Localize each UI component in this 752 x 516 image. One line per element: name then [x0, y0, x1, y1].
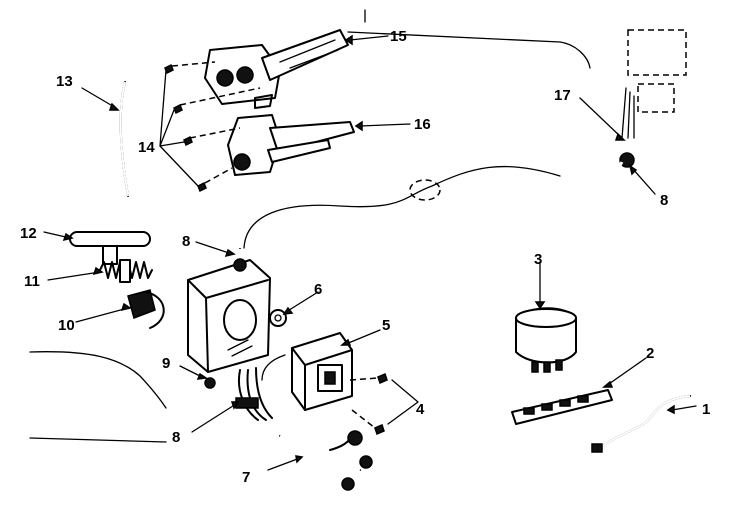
callout-5: 5: [382, 317, 390, 334]
part-5-relay: [261, 332, 353, 411]
part-8-clamp-lower: [235, 367, 273, 421]
part-9-screw: [204, 377, 216, 389]
part-16-terminal-block: [227, 114, 355, 176]
callout-16: 16: [414, 116, 431, 133]
callout-11: 11: [24, 273, 40, 290]
callout-10: 10: [58, 317, 75, 334]
callout-8-upper-right: 8: [660, 192, 668, 209]
callout-1: 1: [702, 401, 710, 418]
callout-9: 9: [162, 355, 170, 372]
callout-leaders: [43, 34, 697, 471]
part-17-labels: [619, 29, 687, 168]
callout-17: 17: [554, 87, 571, 104]
part-7-wire-leads: [279, 430, 373, 491]
callout-7: 7: [242, 469, 250, 486]
scan-edge-lines: [29, 9, 591, 443]
callout-13: 13: [56, 73, 73, 90]
part-3-capacitor: [515, 307, 577, 373]
part-13-wire: [119, 81, 129, 197]
callout-8-upper: 8: [182, 233, 190, 250]
callout-labels: 13 15 16 14 17 8 12 11 10 8 6 9 5 4 8 7 …: [20, 28, 710, 486]
callout-6: 6: [314, 281, 322, 298]
part-12-tee-fitting: [69, 231, 151, 265]
part-15-terminal-block: [204, 29, 349, 109]
part-10-knob: [127, 289, 165, 329]
part-11-spring: [99, 259, 153, 283]
callout-15: 15: [390, 28, 407, 45]
part-4-screws: [349, 372, 388, 436]
part-6-grommet: [269, 309, 287, 327]
callout-4: 4: [416, 401, 425, 418]
part-14-screws: [164, 61, 261, 193]
wire-harness: [238, 157, 624, 249]
callout-3: 3: [534, 251, 542, 268]
callout-8-lower: 8: [172, 429, 180, 446]
callout-14: 14: [138, 139, 155, 156]
part-1-wire: [591, 395, 691, 453]
callout-2: 2: [646, 345, 654, 362]
part-2-terminal-strip: [511, 389, 613, 425]
callout-12: 12: [20, 225, 37, 242]
junction-box: [187, 258, 271, 373]
